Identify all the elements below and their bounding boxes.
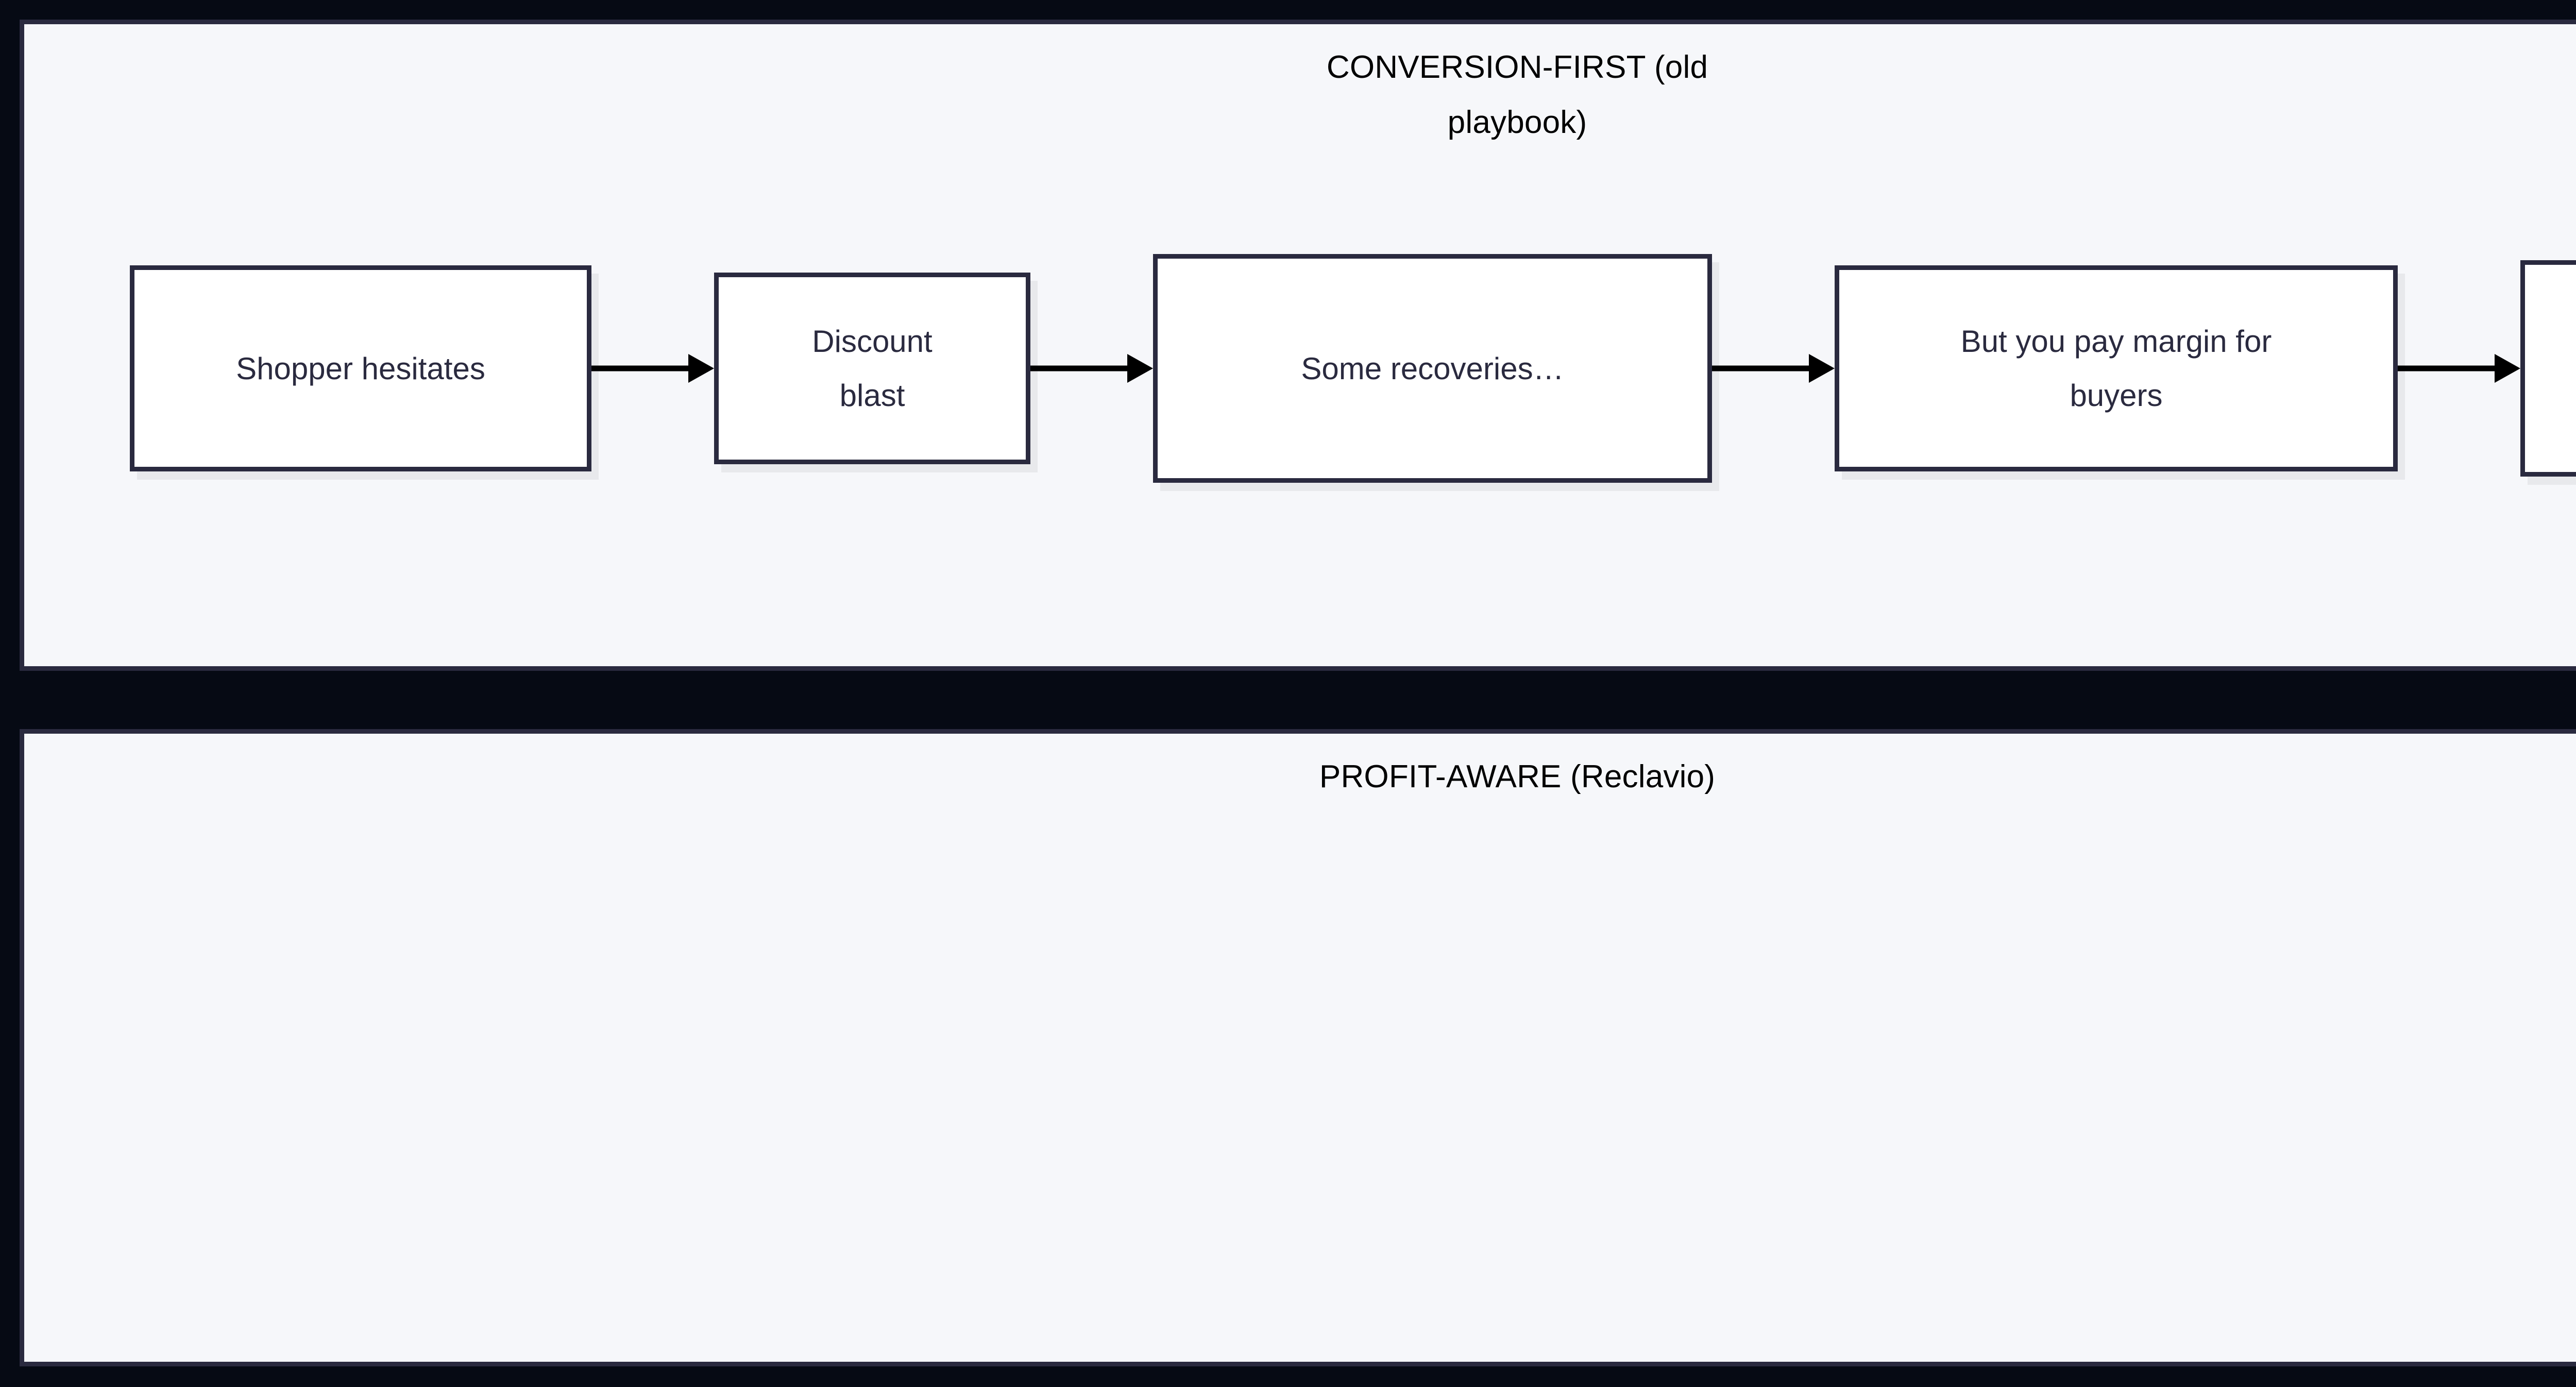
arrow-old-3-to-4 (1712, 353, 1835, 384)
subgraph-profit-aware: PROFIT-AWARE (Reclavio) Shopper hesitate… (20, 729, 2576, 1366)
node-pay-margin-for-buyers[interactable]: But you pay margin for buyers (1835, 265, 2398, 471)
arrow-old-1-to-2 (591, 353, 714, 384)
arrow-head-icon (1809, 354, 1835, 383)
node-some-recoveries[interactable]: Some recoveries… (1153, 254, 1712, 483)
arrow-shaft (591, 365, 691, 371)
subgraph-title-conversion-first: CONVERSION-FIRST (old playbook) (1326, 49, 1708, 140)
node-label: But you pay margin for buyers (1960, 324, 2272, 413)
node-label: Discount blast (812, 324, 933, 413)
node-shopper-hesitates[interactable]: Shopper hesitates (130, 265, 591, 471)
arrow-head-icon (688, 354, 714, 383)
subgraph-title-profit-aware: PROFIT-AWARE (Reclavio) (1319, 759, 1716, 794)
arrow-old-2-to-3 (1030, 353, 1153, 384)
node-discount-blast[interactable]: Discount blast (714, 273, 1030, 464)
arrow-shaft (1030, 365, 1130, 371)
node-label: Some recoveries… (1301, 351, 1564, 386)
node-you-teach-wait-for-coupons[interactable]: You teach: wait for coupons (2520, 260, 2576, 477)
arrow-shaft (1712, 365, 1812, 371)
node-label: Shopper hesitates (236, 351, 485, 386)
arrow-head-icon (1127, 354, 1153, 383)
arrow-old-4-to-5 (2398, 353, 2520, 384)
subgraph-conversion-first: CONVERSION-FIRST (old playbook) Shopper … (20, 20, 2576, 671)
arrow-shaft (2398, 365, 2498, 371)
arrow-head-icon (2495, 354, 2520, 383)
flow-row-conversion-first: Shopper hesitates Discount blast Some re… (130, 240, 2576, 497)
